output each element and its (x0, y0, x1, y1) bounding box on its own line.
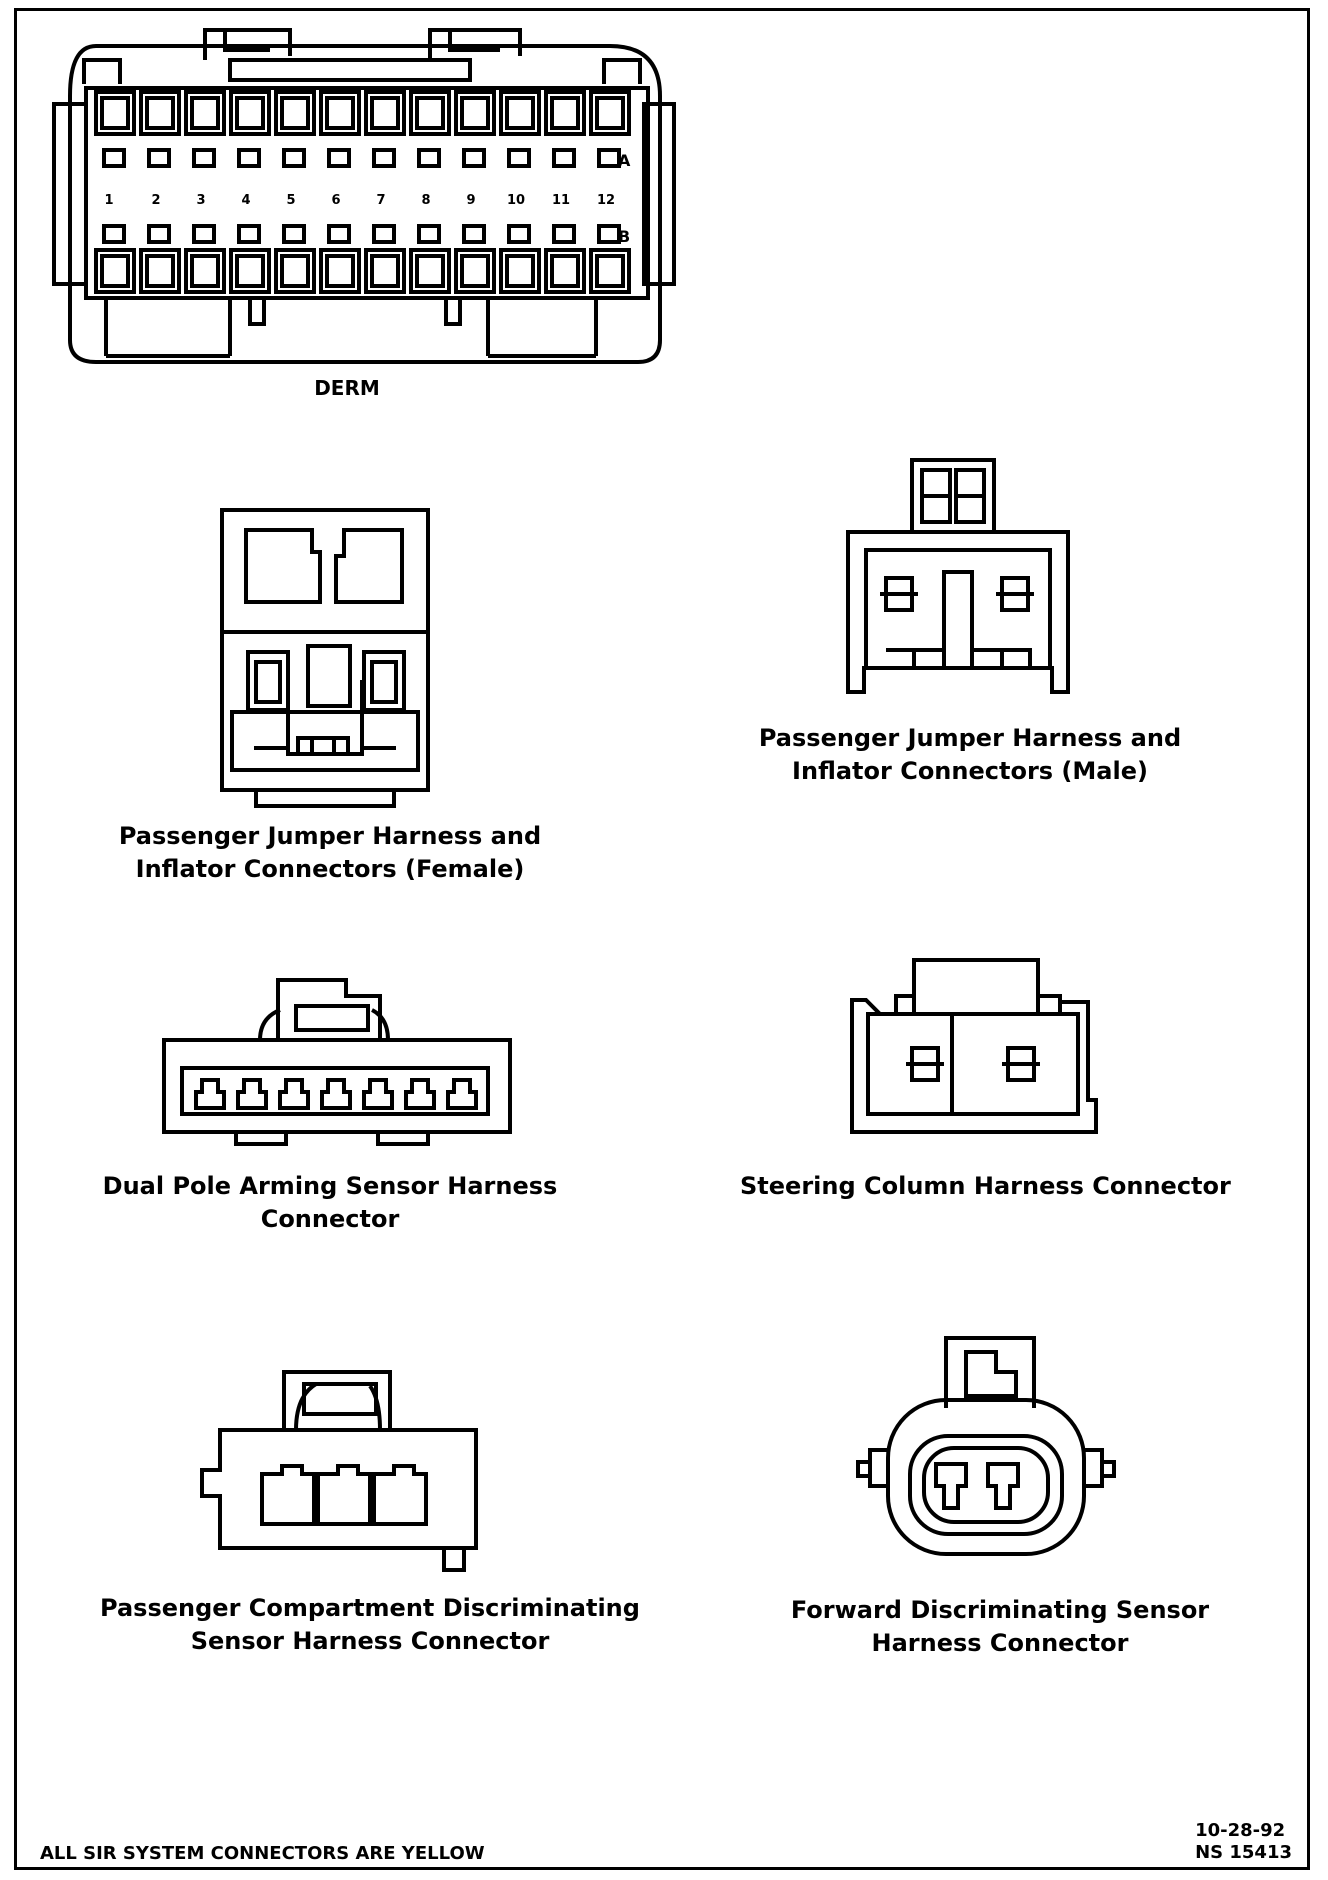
steering-column-connector (850, 958, 1098, 1134)
derm-pin-11: 11 (552, 193, 570, 208)
passenger-male-label: Passenger Jumper Harness and Inflator Co… (740, 722, 1200, 788)
dual-pole-terminal (320, 1078, 352, 1110)
dual-pole-terminal (236, 1078, 268, 1110)
derm-face (84, 86, 650, 300)
derm-cavity-column (274, 90, 316, 294)
passenger-compartment-label: Passenger Compartment Discriminating Sen… (90, 1592, 650, 1658)
dual-pole-connector (162, 978, 512, 1146)
dual-pole-label-line2: Connector (260, 1205, 400, 1233)
passenger-male-label-line1: Passenger Jumper Harness and (758, 724, 1182, 752)
passenger-female-label-line1: Passenger Jumper Harness and (118, 822, 542, 850)
derm-pin-2: 2 (151, 193, 160, 208)
forward-sensor-label-line2: Harness Connector (871, 1629, 1129, 1657)
forward-sensor-label-line1: Forward Discriminating Sensor (790, 1596, 1210, 1624)
footer-reference: 10-28-92 NS 15413 (1195, 1820, 1292, 1864)
steering-column-label-line1: Steering Column Harness Connector (740, 1172, 1231, 1200)
passenger-female-connector (220, 508, 430, 808)
forward-sensor-label: Forward Discriminating Sensor Harness Co… (740, 1594, 1260, 1660)
steering-column-label: Steering Column Harness Connector (740, 1170, 1231, 1203)
derm-label: DERM (314, 376, 380, 400)
derm-cavity-column (184, 90, 226, 294)
derm-cavity-column (409, 90, 451, 294)
footer-note: ALL SIR SYSTEM CONNECTORS ARE YELLOW (40, 1843, 485, 1864)
derm-pin-3: 3 (196, 193, 205, 208)
passenger-male-connector (846, 458, 1070, 694)
dual-pole-terminal (446, 1078, 478, 1110)
dual-pole-terminal (362, 1078, 394, 1110)
derm-cavity-column (364, 90, 406, 294)
dual-pole-terminal (194, 1078, 226, 1110)
derm-right-tab (642, 102, 676, 286)
footer-date: 10-28-92 (1195, 1820, 1286, 1841)
derm-cavity-column (589, 90, 631, 294)
derm-pin-12: 12 (597, 193, 615, 208)
forward-sensor-connector (856, 1336, 1116, 1556)
derm-cavity-column (454, 90, 496, 294)
passenger-compartment-label-line1: Passenger Compartment Discriminating (100, 1594, 640, 1622)
derm-cavity-column (139, 90, 181, 294)
footer-code: NS 15413 (1195, 1842, 1292, 1863)
derm-pin-1: 1 (104, 193, 113, 208)
dual-pole-label: Dual Pole Arming Sensor Harness Connecto… (100, 1170, 560, 1236)
derm-cavity-column (94, 90, 136, 294)
passenger-male-label-line2: Inflator Connectors (Male) (792, 757, 1148, 785)
diagram-frame (14, 8, 1310, 1870)
passenger-female-label: Passenger Jumper Harness and Inflator Co… (100, 820, 560, 886)
passenger-compartment-connector (200, 1370, 478, 1572)
derm-shell (68, 44, 662, 364)
derm-cavity-column (499, 90, 541, 294)
derm-pin-7: 7 (376, 193, 385, 208)
derm-cavity-column (544, 90, 586, 294)
derm-cavity-column (229, 90, 271, 294)
derm-connector: A B 1 2 3 4 5 6 7 8 9 10 11 12 (52, 28, 676, 364)
derm-pin-5: 5 (286, 193, 295, 208)
derm-row-a-label: A (618, 151, 631, 170)
passenger-female-label-line2: Inflator Connectors (Female) (135, 855, 525, 883)
derm-pin-9: 9 (466, 193, 475, 208)
derm-latch-right (428, 28, 522, 60)
derm-pin-10: 10 (507, 193, 525, 208)
passenger-compartment-label-line2: Sensor Harness Connector (190, 1627, 550, 1655)
dual-pole-label-line1: Dual Pole Arming Sensor Harness (102, 1172, 558, 1200)
dual-pole-terminal (404, 1078, 436, 1110)
dual-pole-terminal (278, 1078, 310, 1110)
derm-pin-6: 6 (331, 193, 340, 208)
derm-cavity-column (319, 90, 361, 294)
derm-pin-8: 8 (421, 193, 430, 208)
derm-pin-4: 4 (241, 193, 250, 208)
derm-row-b-label: B (618, 227, 630, 246)
derm-latch-left (203, 28, 292, 60)
